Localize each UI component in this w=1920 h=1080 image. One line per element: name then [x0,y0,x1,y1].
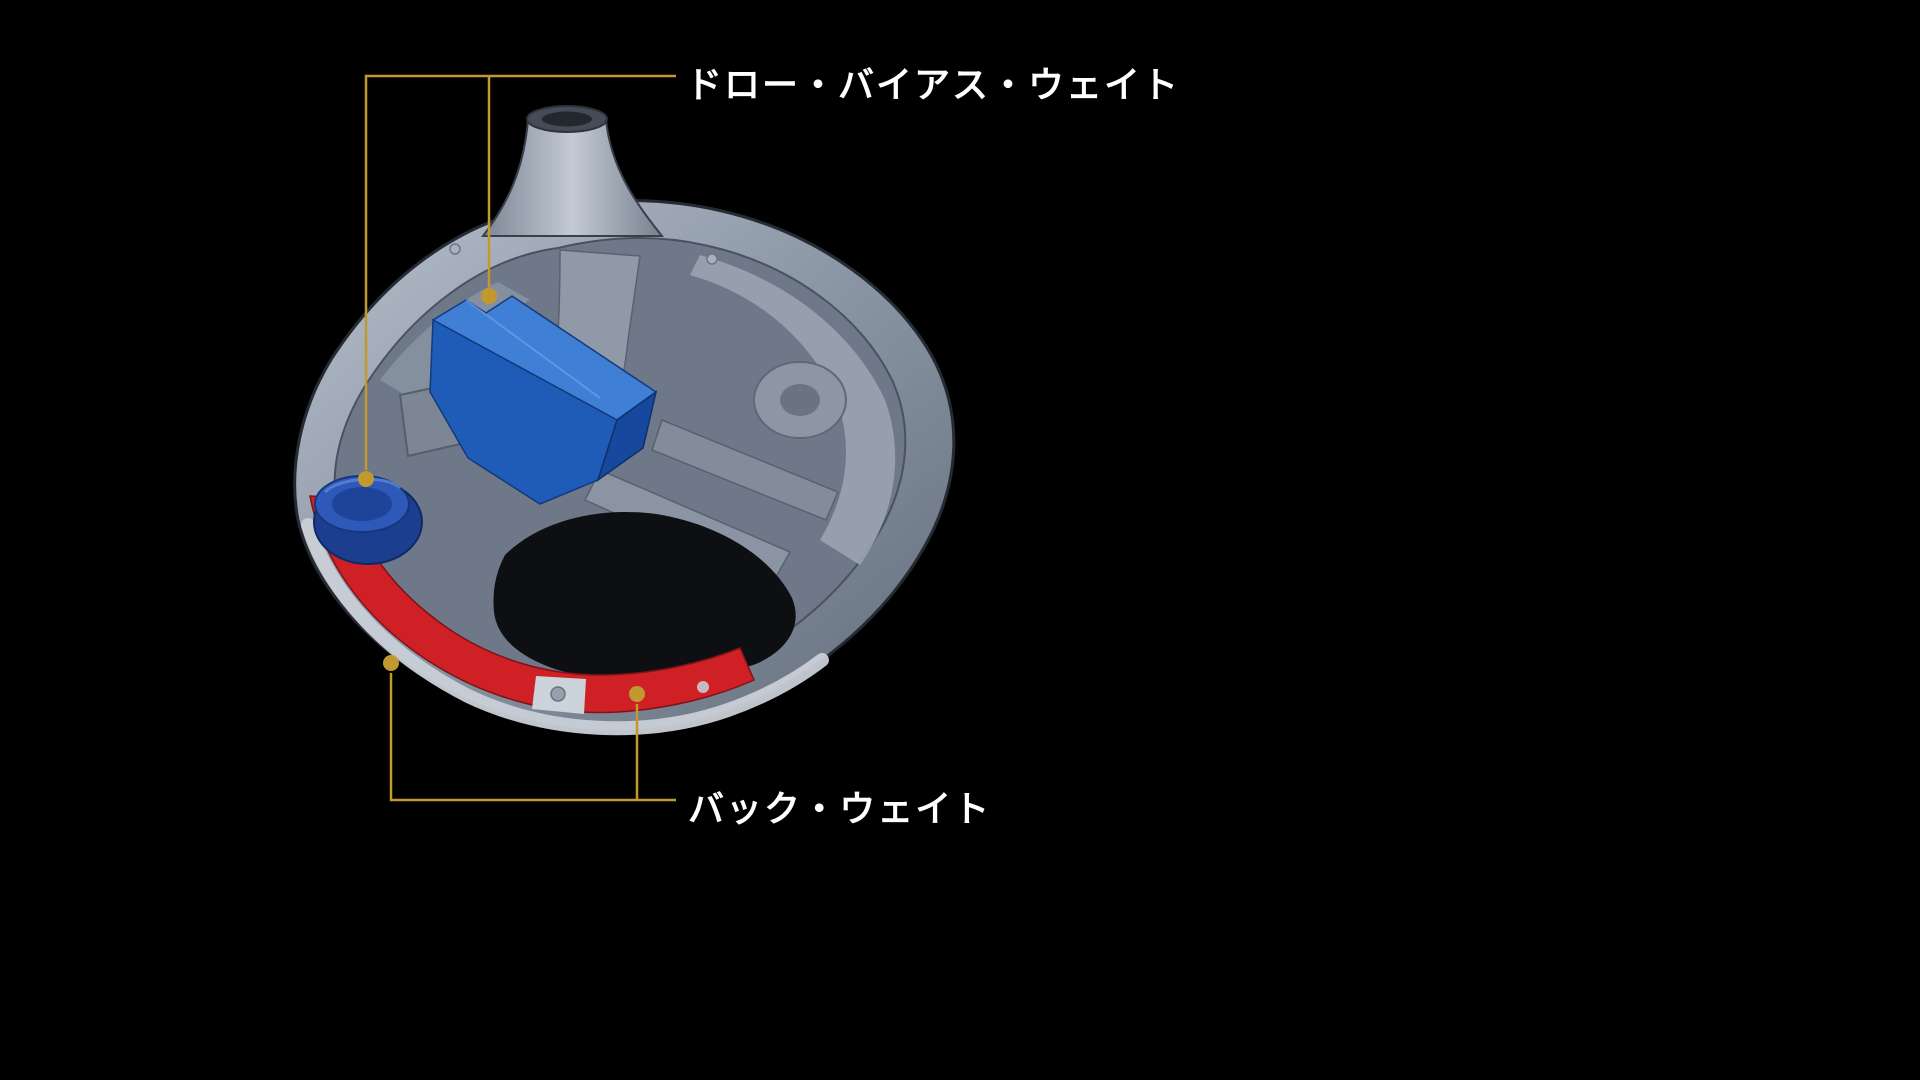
callout-dot-back-weight-left [383,655,399,671]
draw-bias-weight-side-face [596,390,658,482]
face-wall-boss-center [780,384,820,416]
callout-dot-heel-weight [358,471,374,487]
hosel [480,119,665,237]
callout-dot-draw-bias-weight [481,288,497,304]
draw-bias-weight-block [429,295,658,505]
annotation-line-back [389,673,676,802]
rim-screw-right [706,253,718,265]
annotations [358,74,676,802]
heel-weight-puck [313,475,423,565]
annotation-line-draw-bias [364,74,676,470]
draw-bias-weight-highlight [465,299,601,399]
rim-screw-left [449,243,461,255]
callout-dot-back-weight-right [629,686,645,702]
sole-band [301,518,829,736]
hosel-bore [542,111,592,127]
label-back-weight: バック・ウェイト [688,789,992,829]
sole-screw-right [697,681,709,693]
rib-right-upper [651,419,839,521]
heel-weight-inner [332,487,392,521]
label-draw-bias-weight: ドロー・バイアス・ウェイト [686,65,1181,105]
sole-screw-left [550,686,566,702]
face-inner-wall [690,255,896,565]
dark-cavity-shadow [493,511,796,682]
